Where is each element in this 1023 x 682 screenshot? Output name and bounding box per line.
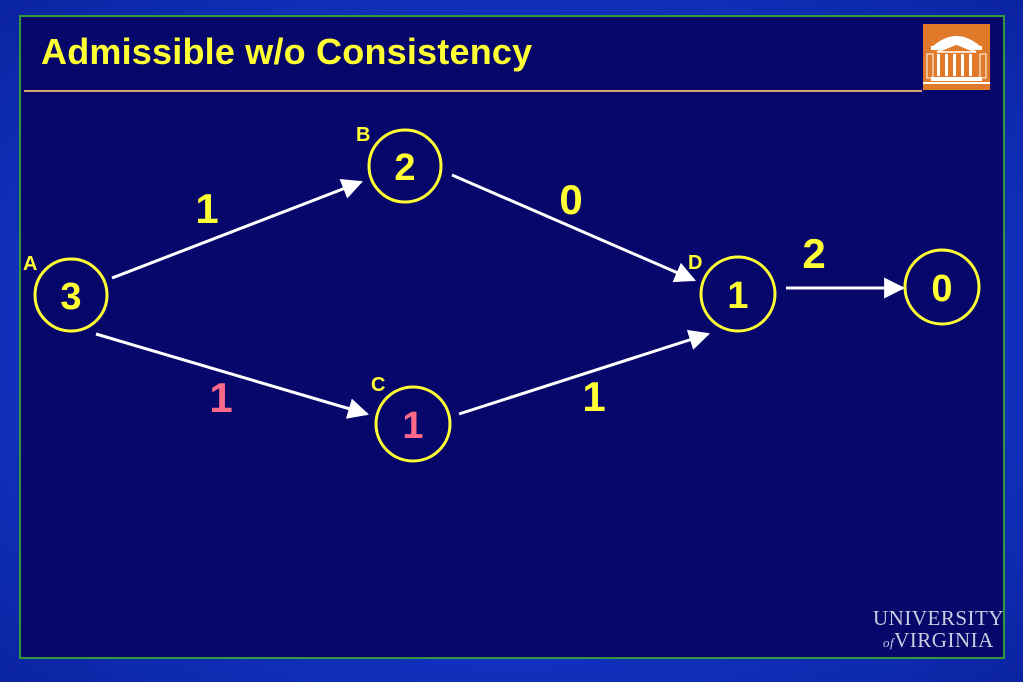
- node-label-b: B: [356, 124, 370, 146]
- node-circle-b: [367, 128, 443, 204]
- university-label: UNIVERSITY: [873, 606, 1004, 630]
- node-circle-d: [699, 255, 777, 333]
- node-label-c: C: [371, 374, 385, 396]
- edge-arrow-b-d: [451, 173, 696, 283]
- edge-cost-d-g: 2: [802, 230, 825, 277]
- node-heuristic-c: 1: [402, 405, 423, 447]
- node-label-d: D: [688, 252, 702, 274]
- title-divider: [24, 90, 922, 92]
- edges-layer: 1 1 0 1 2: [95, 173, 906, 421]
- edge-arrow-c-d: [458, 329, 710, 416]
- of-label: of: [883, 635, 895, 650]
- node-circle-g: [903, 248, 981, 326]
- edge-arrow-a-c: [95, 332, 370, 419]
- virginia-label: VIRGINIA: [894, 628, 994, 652]
- node-heuristic-b: 2: [394, 147, 415, 189]
- virginia-line: ofVIRGINIA: [873, 629, 998, 654]
- node-circle-a: [33, 257, 109, 333]
- node-label-a: A: [23, 253, 37, 275]
- node-heuristic-g: 0: [931, 268, 952, 310]
- slide-title: Admissible w/o Consistency: [41, 31, 533, 72]
- slide-panel: Admissible w/o Consistency UNIVERSITY of…: [19, 15, 1005, 659]
- node-heuristic-d: 1: [727, 275, 748, 317]
- rotunda-icon: [923, 24, 990, 90]
- node-heuristic-a: 3: [60, 276, 81, 318]
- node-circle-c: [374, 385, 452, 463]
- university-wordmark: UNIVERSITY ofVIRGINIA: [873, 606, 1004, 654]
- edge-cost-c-d: 1: [582, 373, 605, 420]
- edge-cost-b-d: 0: [559, 176, 582, 223]
- edge-arrow-a-b: [111, 179, 363, 280]
- edge-cost-a-c: 1: [209, 374, 232, 421]
- edge-cost-a-b: 1: [195, 185, 218, 232]
